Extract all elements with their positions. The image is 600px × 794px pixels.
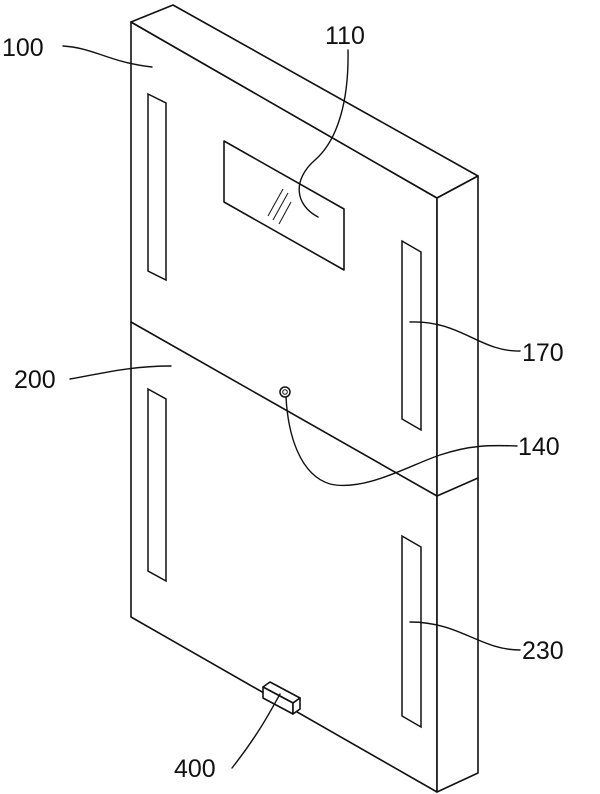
lower-right-light-slot [402,536,421,727]
label-100: 100 [2,34,44,62]
label-400: 400 [174,755,216,783]
upper-left-light-slot [148,94,166,280]
sensor-hole [280,387,290,397]
leader-400 [232,694,280,768]
label-170: 170 [522,339,564,367]
upper-right-light-slot [402,241,421,430]
label-230: 230 [522,637,564,665]
label-200: 200 [14,366,56,394]
label-140: 140 [518,433,560,461]
label-110: 110 [325,22,365,50]
right-side-face [437,176,478,792]
lower-left-light-slot [148,389,166,581]
